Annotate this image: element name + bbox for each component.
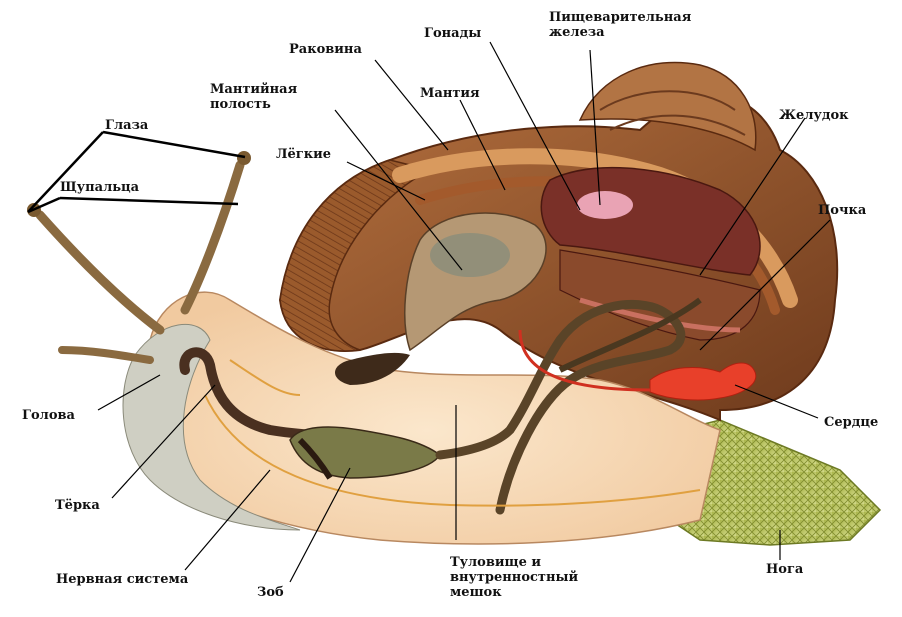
lower-tentacle — [40, 215, 160, 330]
label-gonads: Гонады — [424, 26, 481, 41]
label-mantle: Мантия — [420, 86, 480, 101]
label-heart: Сердце — [824, 415, 878, 430]
label-body-sac: Туловище и внутренностный мешок — [450, 555, 578, 600]
label-foot: Нога — [766, 562, 803, 577]
label-radula: Тёрка — [55, 498, 100, 513]
label-digestive-gland: Пищеварительная железа — [549, 10, 691, 40]
label-lines — [28, 132, 245, 212]
upper-tentacle — [185, 165, 240, 310]
label-mantle-cavity: Мантийная полость — [210, 82, 297, 112]
label-head: Голова — [22, 408, 75, 423]
label-eyes: Глаза — [105, 118, 148, 133]
label-crop: Зоб — [257, 585, 284, 600]
label-nervous-system: Нервная система — [56, 572, 188, 587]
label-kidney: Почка — [818, 203, 866, 218]
small-tentacle — [62, 350, 150, 360]
label-lungs: Лёгкие — [276, 147, 331, 162]
label-shell: Раковина — [289, 42, 362, 57]
label-stomach: Желудок — [779, 108, 849, 123]
label-tentacles: Щупальца — [60, 180, 139, 195]
